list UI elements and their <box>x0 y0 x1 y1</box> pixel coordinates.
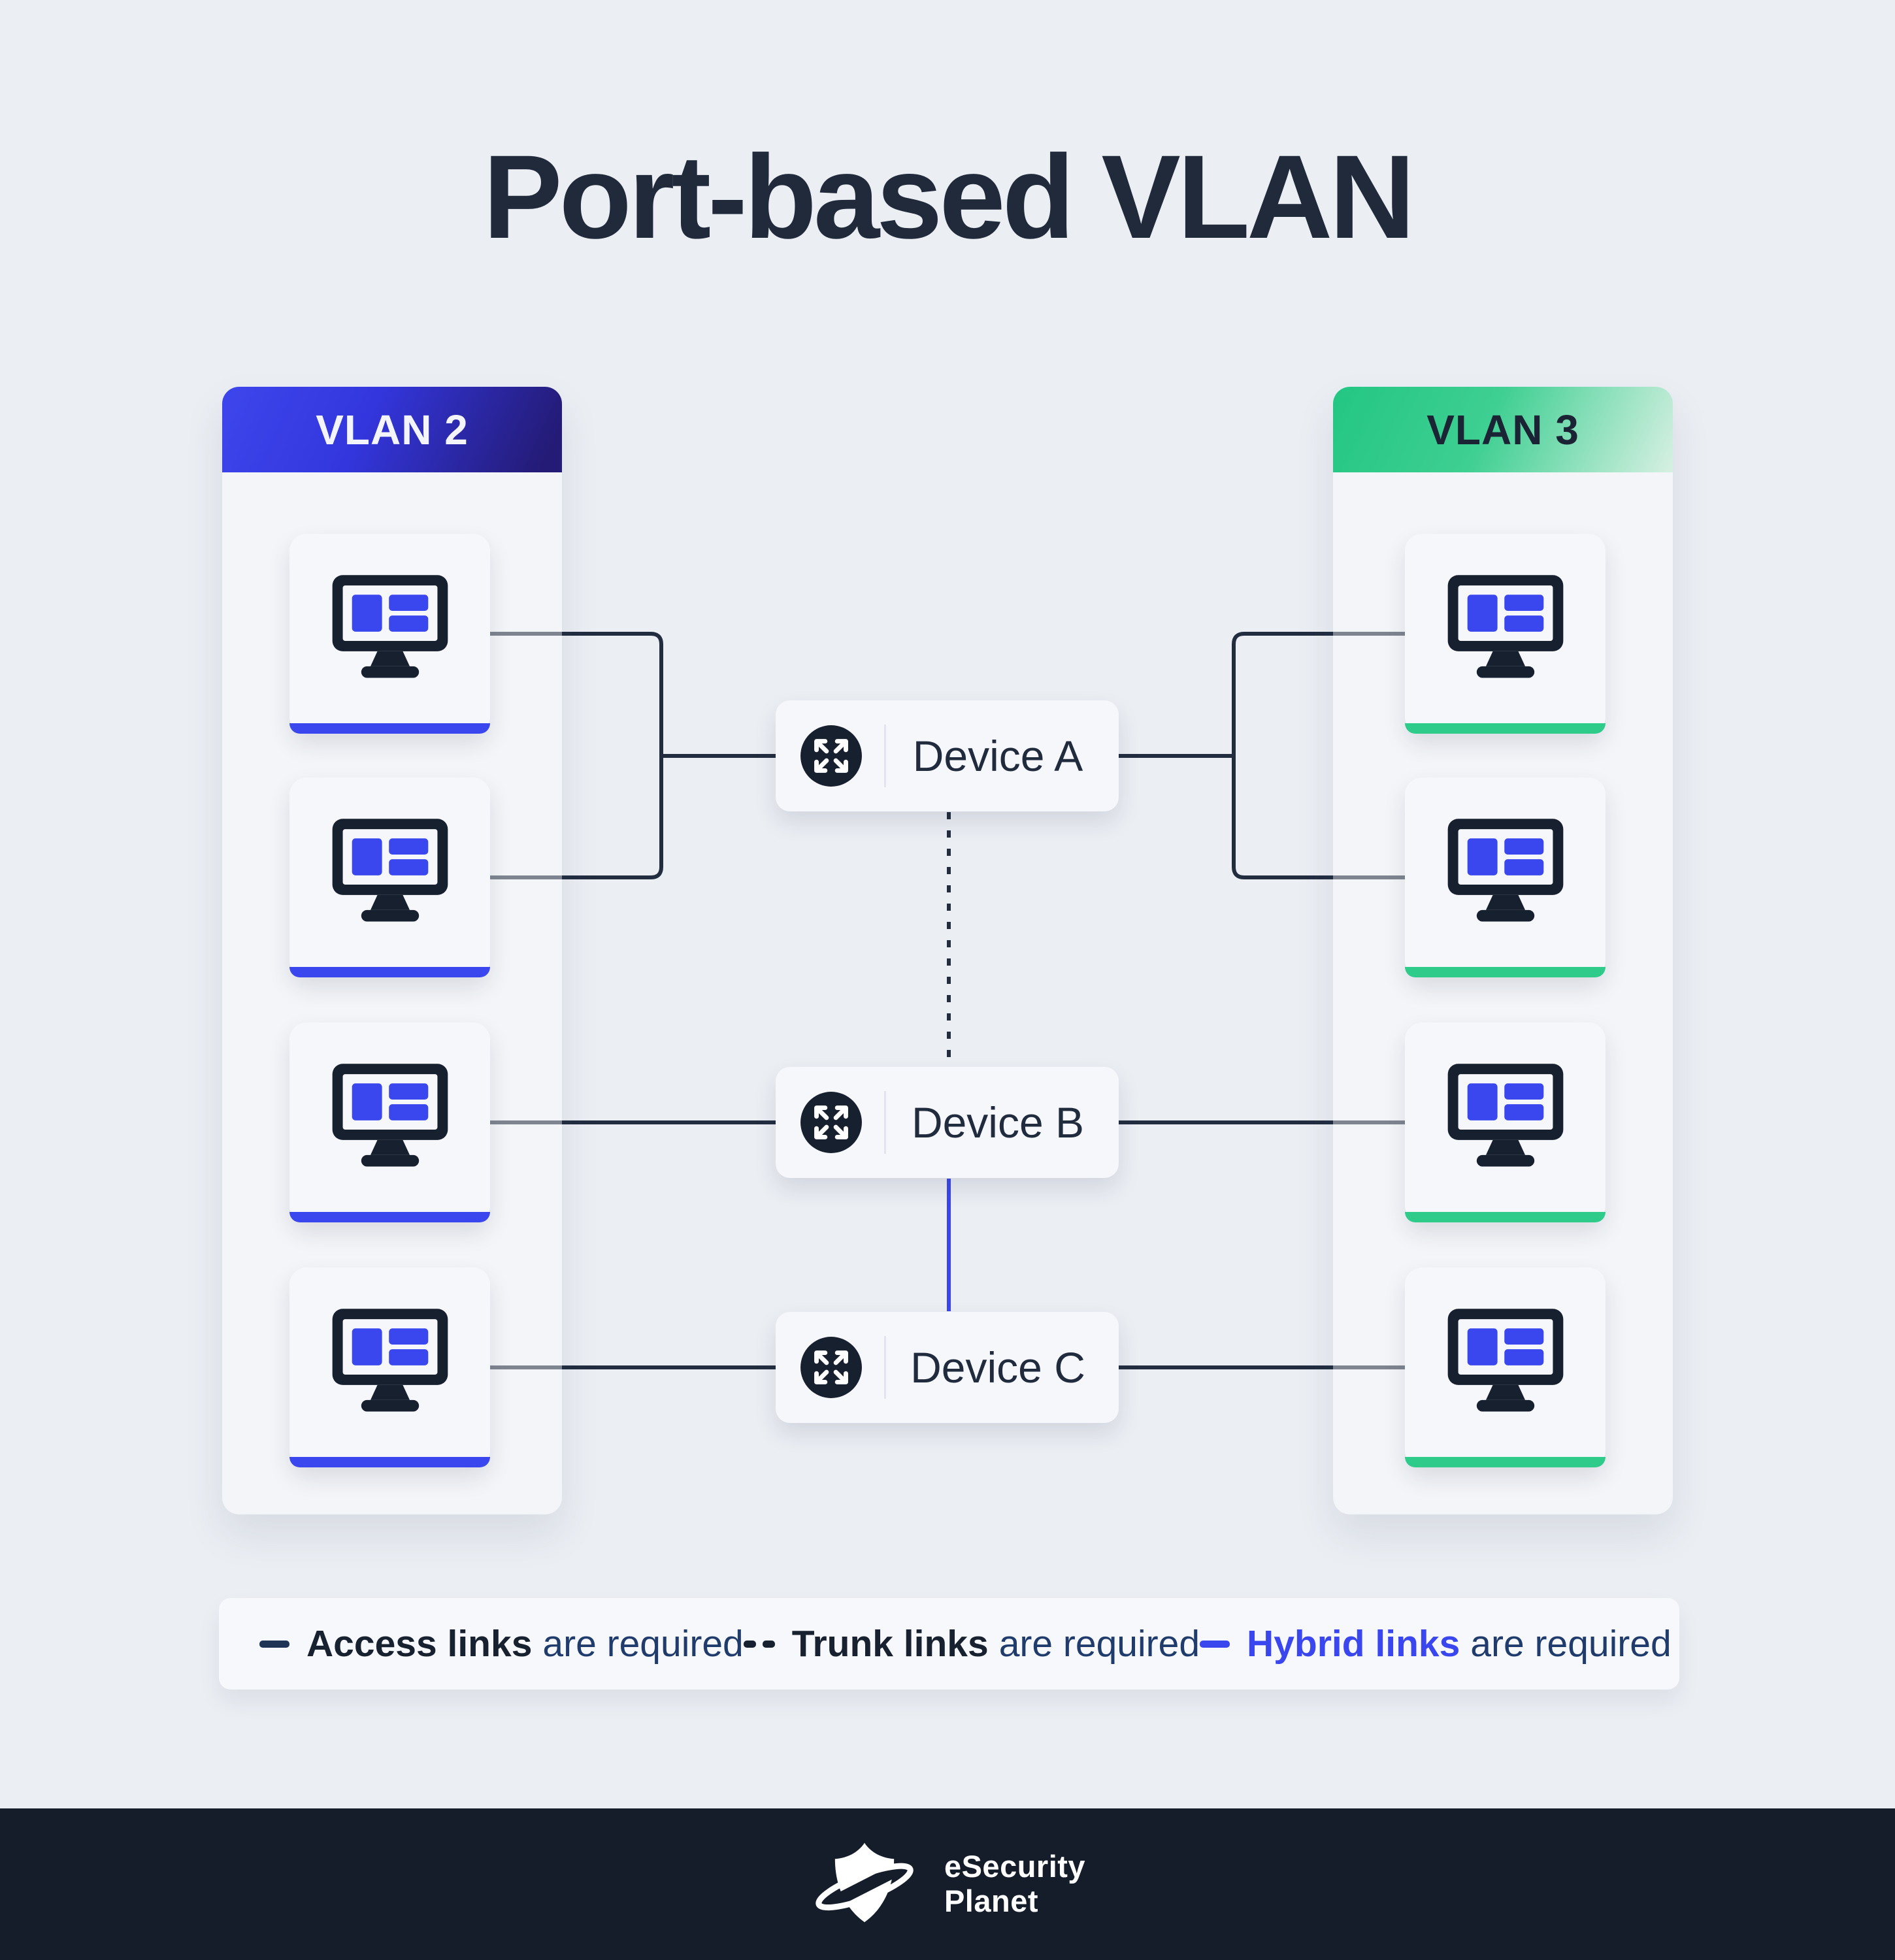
computer-monitor-icon <box>1436 568 1575 683</box>
computer-monitor-icon <box>1436 1301 1575 1417</box>
device-a-card: Device A <box>776 700 1119 811</box>
access-links <box>490 632 1405 1369</box>
vlan3-computer-3 <box>1405 1022 1606 1222</box>
card-accent-bar <box>1405 723 1606 734</box>
legend-hybrid-term: Hybrid links <box>1247 1623 1460 1665</box>
vlan2-computer-3 <box>289 1022 490 1222</box>
brand-line-1: eSecurity <box>944 1849 1086 1884</box>
vlan2-header: VLAN 2 <box>222 387 562 472</box>
trunk-link-swatch <box>743 1640 775 1648</box>
divider <box>884 1336 886 1399</box>
brand-line-2: Planet <box>944 1884 1038 1918</box>
access-link-swatch <box>259 1640 289 1648</box>
legend-item-access: Access links are required <box>259 1622 744 1665</box>
card-accent-bar <box>289 1457 490 1467</box>
brand-text: eSecurity Planet <box>944 1850 1085 1918</box>
switch-icon <box>799 724 863 788</box>
vlan3-computer-1 <box>1405 534 1606 734</box>
legend-bar: Access links are required Trunk links ar… <box>219 1598 1679 1690</box>
computer-monitor-icon <box>1436 811 1575 927</box>
legend-trunk-rest: are required <box>998 1623 1200 1665</box>
hybrid-link-swatch <box>1200 1640 1230 1648</box>
legend-hybrid-rest: are required <box>1470 1623 1672 1665</box>
legend-access-rest: are required <box>542 1623 744 1665</box>
legend-trunk-term: Trunk links <box>791 1623 989 1665</box>
computer-monitor-icon <box>321 1301 459 1417</box>
card-accent-bar <box>1405 967 1606 977</box>
card-accent-bar <box>1405 1212 1606 1222</box>
computer-monitor-icon <box>321 568 459 683</box>
esecurity-planet-logo-icon <box>810 1838 919 1931</box>
divider <box>884 725 886 787</box>
switch-icon <box>799 1335 863 1399</box>
computer-monitor-icon <box>321 811 459 927</box>
device-c-card: Device C <box>776 1312 1119 1423</box>
divider <box>884 1091 886 1154</box>
device-b-card: Device B <box>776 1067 1119 1178</box>
switch-icon <box>799 1090 863 1154</box>
page-title: Port-based VLAN <box>483 130 1415 263</box>
vlan3-computer-4 <box>1405 1267 1606 1467</box>
legend-item-hybrid: Hybrid links are required <box>1200 1622 1672 1665</box>
legend-access-term: Access links <box>306 1623 533 1665</box>
vlan3-computer-2 <box>1405 777 1606 977</box>
card-accent-bar <box>289 723 490 734</box>
vlan3-header: VLAN 3 <box>1333 387 1673 472</box>
vlan2-computer-1 <box>289 534 490 734</box>
card-accent-bar <box>1405 1457 1606 1467</box>
card-accent-bar <box>289 1212 490 1222</box>
device-c-label: Device C <box>910 1343 1085 1392</box>
vlan2-label: VLAN 2 <box>316 406 469 453</box>
footer-band: eSecurity Planet <box>0 1808 1895 1960</box>
device-b-label: Device B <box>911 1098 1085 1147</box>
vlan3-label: VLAN 3 <box>1426 406 1579 453</box>
vlan2-computer-4 <box>289 1267 490 1467</box>
legend-item-trunk: Trunk links are required <box>743 1622 1200 1665</box>
device-a-label: Device A <box>912 732 1083 780</box>
computer-monitor-icon <box>1436 1056 1575 1172</box>
computer-monitor-icon <box>321 1056 459 1172</box>
vlan2-computer-2 <box>289 777 490 977</box>
card-accent-bar <box>289 967 490 977</box>
